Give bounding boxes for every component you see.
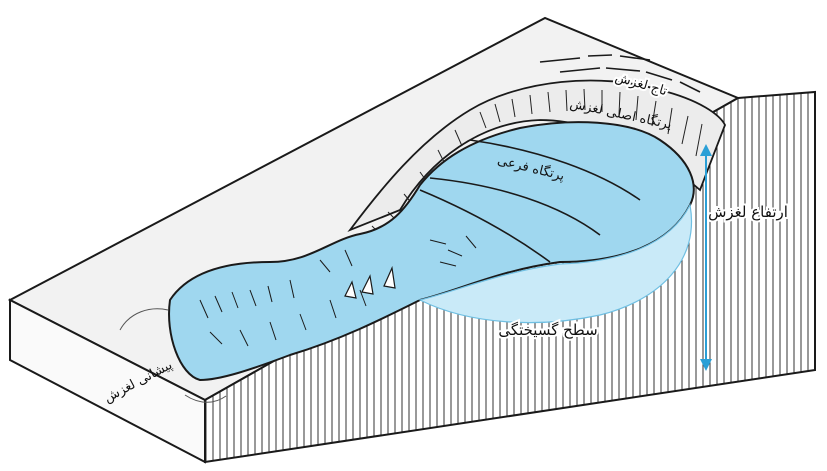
label-height: ارتفاع لغزش <box>708 203 788 221</box>
crown-cracks <box>539 54 701 93</box>
rupture-surface-strip <box>418 203 692 324</box>
slide-block-lines <box>419 139 641 263</box>
slide-texture <box>199 235 477 347</box>
scarp-hatching <box>371 88 703 237</box>
tension-cracks <box>344 265 396 299</box>
ground-front-face <box>9 298 206 464</box>
toe-pointer-curve <box>119 308 169 331</box>
toe-pointer-curve-2 <box>184 394 227 403</box>
label-rupture-surface: سطح گسیختگی <box>498 321 597 339</box>
main-scarp-zone <box>347 79 726 233</box>
